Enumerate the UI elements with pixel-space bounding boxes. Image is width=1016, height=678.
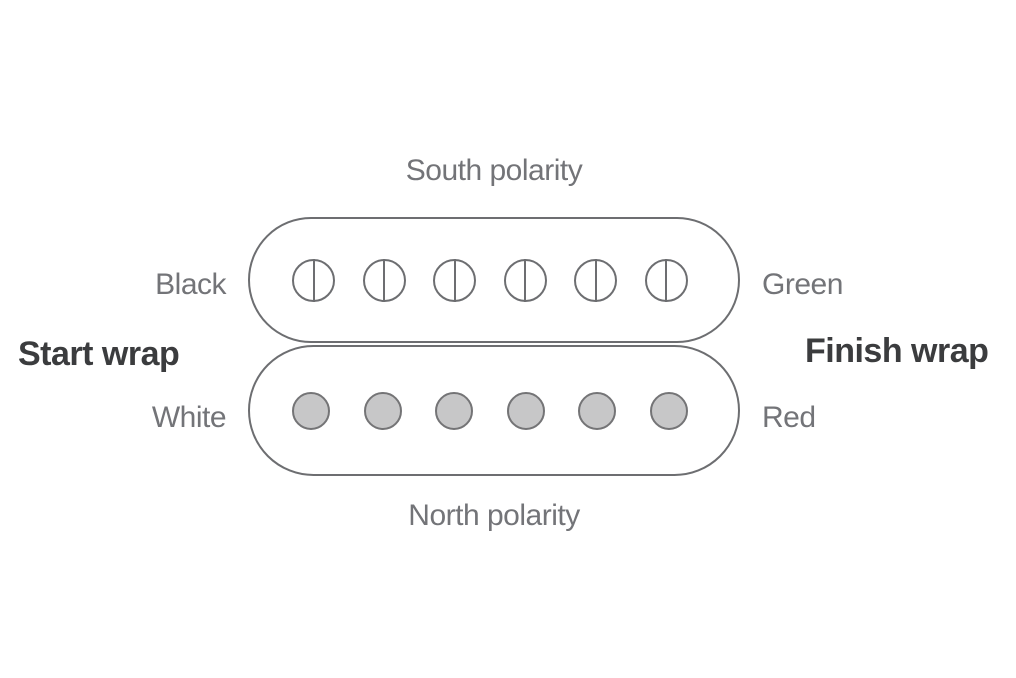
slug-pole-icon [292, 391, 330, 430]
screw-pole-icon [433, 258, 477, 302]
start-wrap-label: Start wrap [18, 335, 180, 373]
screw-pole-icon [292, 258, 335, 302]
red-lead-label: Red [762, 401, 816, 434]
screw-pole-icon [503, 258, 547, 302]
white-lead-label: White [151, 401, 227, 434]
south-coil [248, 217, 740, 343]
screw-pole-icon [644, 258, 688, 302]
south-polarity-label: South polarity [405, 154, 583, 187]
finish-wrap-label: Finish wrap [805, 332, 989, 370]
slug-pole-icon [363, 391, 402, 430]
screw-pole-row [250, 219, 738, 341]
north-polarity-label: North polarity [408, 499, 580, 532]
green-lead-label: Green [762, 268, 843, 301]
slug-pole-icon [506, 391, 545, 430]
north-coil [248, 345, 740, 476]
slug-pole-icon [435, 391, 474, 430]
slug-pole-row [250, 347, 738, 474]
screw-pole-icon [362, 258, 406, 302]
screw-pole-icon [574, 258, 618, 302]
slug-pole-icon [649, 391, 688, 430]
slug-pole-icon [578, 391, 617, 430]
black-lead-label: Black [155, 268, 226, 301]
